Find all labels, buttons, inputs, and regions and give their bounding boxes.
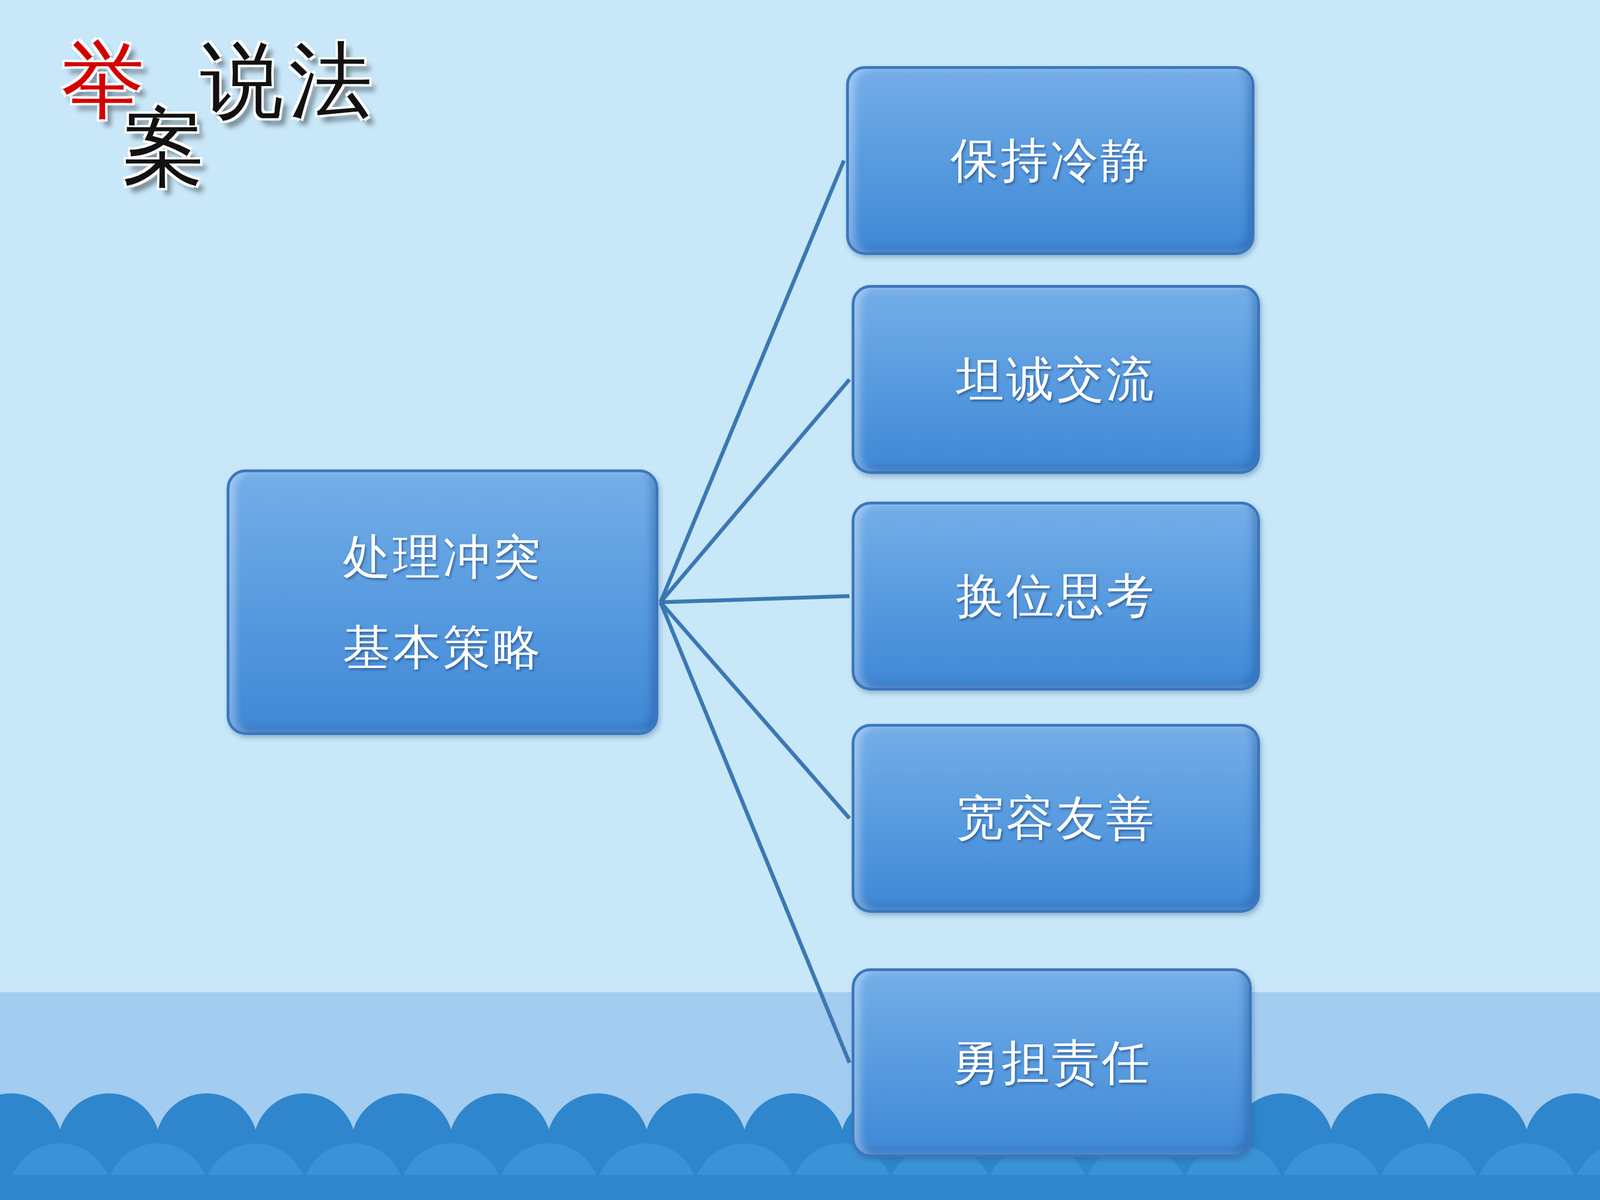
title-char: 说: [200, 38, 284, 123]
connector: [660, 596, 850, 603]
connector: [660, 602, 850, 819]
connector: [660, 379, 850, 603]
strategy-box: 勇担责任: [851, 968, 1252, 1158]
strategy-box: 换位思考: [851, 501, 1260, 691]
strategy-box: 保持冷静: [846, 66, 1255, 255]
center-box: 处理冲突 基本策略: [226, 469, 659, 735]
box-label: 宽容友善: [956, 772, 1157, 864]
connector: [660, 602, 850, 1063]
wave-row: [0, 1093, 1600, 1200]
box-label: 勇担责任: [951, 1017, 1152, 1108]
wave-base: [0, 1175, 1600, 1200]
box-label: 保持冷静: [950, 115, 1151, 206]
connector: [660, 160, 844, 603]
strategy-box: 宽容友善: [851, 723, 1260, 913]
title: 举案说法: [61, 38, 395, 223]
box-label: 换位思考: [956, 550, 1157, 642]
strategy-box: 坦诚交流: [851, 285, 1260, 474]
box-label: 坦诚交流: [956, 333, 1157, 425]
title-char: 案: [122, 105, 206, 189]
title-char: 法: [288, 38, 373, 123]
box-label: 处理冲突 基本策略: [326, 511, 560, 694]
